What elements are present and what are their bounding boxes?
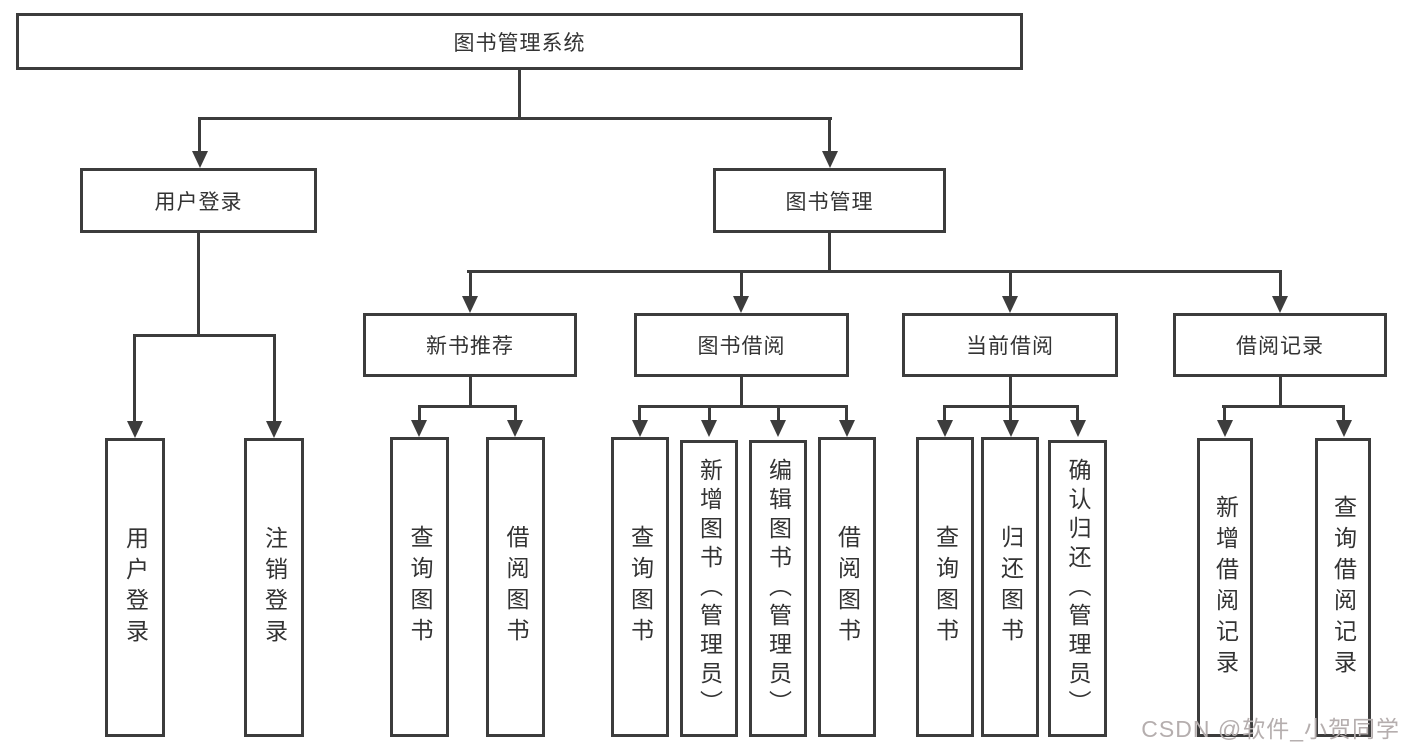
arrow-down-icon	[822, 151, 838, 168]
connector-line	[740, 377, 743, 408]
node-user-login: 用户登录	[80, 168, 317, 233]
leaf-return-books-label: 归还图书	[997, 525, 1024, 649]
leaf-query-borrow-record: 查询借阅记录	[1315, 438, 1371, 737]
leaf-query-books-1-label: 查询图书	[407, 525, 433, 649]
connector-line	[198, 117, 832, 120]
leaf-query-borrow-record-label: 查询借阅记录	[1330, 494, 1357, 681]
leaf-query-books-2-label: 查询图书	[627, 525, 654, 649]
node-book-management-label: 图书管理	[785, 190, 874, 214]
node-book-borrow-label: 图书借阅	[697, 335, 786, 358]
connector-line	[1342, 405, 1345, 423]
arrow-down-icon	[192, 151, 208, 168]
arrow-down-icon	[770, 420, 786, 437]
arrow-down-icon	[462, 296, 478, 313]
connector-line	[777, 405, 780, 423]
arrow-down-icon	[839, 420, 855, 437]
node-new-book-recommend-label: 新书推荐	[426, 335, 514, 358]
leaf-user-login: 用户登录	[105, 438, 165, 737]
connector-line	[638, 405, 641, 423]
arrow-down-icon	[266, 421, 282, 438]
arrow-down-icon	[1217, 420, 1233, 437]
connector-line	[469, 270, 472, 300]
node-new-book-recommend: 新书推荐	[363, 313, 577, 377]
connector-line	[1279, 270, 1282, 300]
leaf-borrow-books-1-label: 借阅图书	[503, 525, 529, 649]
connector-line	[708, 405, 711, 423]
csdn-watermark: CSDN @软件_小贺同学	[1141, 716, 1400, 742]
connector-line	[1222, 405, 1345, 408]
connector-line	[418, 405, 421, 423]
connector-line	[514, 405, 517, 423]
connector-line	[638, 405, 848, 408]
node-borrow-records: 借阅记录	[1173, 313, 1387, 377]
connector-line	[273, 334, 276, 422]
leaf-query-books-3: 查询图书	[916, 437, 974, 737]
arrow-down-icon	[1070, 420, 1086, 437]
connector-line	[943, 405, 946, 423]
connector-line	[1223, 405, 1226, 423]
connector-line	[469, 377, 472, 408]
connector-line	[1009, 405, 1012, 423]
leaf-query-books-3-label: 查询图书	[932, 525, 959, 649]
connector-line	[418, 405, 517, 408]
connector-line	[518, 69, 521, 119]
node-user-login-label: 用户登录	[154, 190, 243, 214]
leaf-query-books-1: 查询图书	[390, 437, 449, 737]
leaf-query-books-2: 查询图书	[611, 437, 669, 737]
leaf-return-books: 归还图书	[981, 437, 1039, 737]
connector-line	[1076, 405, 1079, 423]
leaf-borrow-books-1: 借阅图书	[486, 437, 545, 737]
connector-line	[828, 233, 831, 273]
arrow-down-icon	[1272, 296, 1288, 313]
connector-line	[198, 117, 201, 154]
node-book-borrow: 图书借阅	[634, 313, 849, 377]
arrow-down-icon	[127, 421, 143, 438]
connector-line	[197, 233, 200, 337]
node-root: 图书管理系统	[16, 13, 1023, 70]
connector-line	[845, 405, 848, 423]
arrow-down-icon	[632, 420, 648, 437]
connector-line	[740, 270, 743, 300]
leaf-borrow-books-2: 借阅图书	[818, 437, 876, 737]
node-root-label: 图书管理系统	[453, 31, 586, 55]
leaf-borrow-books-2-label: 借阅图书	[834, 525, 861, 649]
connector-line	[828, 117, 831, 154]
leaf-edit-books-admin-label: 编辑图书（管理员）	[765, 458, 792, 719]
arrow-down-icon	[733, 296, 749, 313]
arrow-down-icon	[701, 420, 717, 437]
leaf-add-books-admin: 新增图书（管理员）	[680, 440, 738, 737]
leaf-user-login-label: 用户登录	[122, 525, 149, 650]
arrow-down-icon	[1336, 420, 1352, 437]
arrow-down-icon	[1003, 420, 1019, 437]
arrow-down-icon	[1002, 296, 1018, 313]
leaf-logout-label: 注销登录	[261, 525, 288, 650]
leaf-confirm-return-admin-label: 确认归还（管理员）	[1065, 458, 1091, 719]
leaf-add-borrow-record-label: 新增借阅记录	[1212, 494, 1239, 681]
node-borrow-records-label: 借阅记录	[1236, 335, 1324, 358]
connector-line	[1009, 377, 1012, 408]
arrow-down-icon	[507, 420, 523, 437]
leaf-logout: 注销登录	[244, 438, 304, 737]
connector-line	[133, 334, 136, 422]
node-book-management: 图书管理	[713, 168, 946, 233]
node-current-borrow-label: 当前借阅	[966, 335, 1054, 358]
connector-line	[1009, 270, 1012, 300]
connector-line	[1279, 377, 1282, 408]
arrow-down-icon	[411, 420, 427, 437]
node-current-borrow: 当前借阅	[902, 313, 1118, 377]
connector-line	[133, 334, 276, 337]
leaf-add-borrow-record: 新增借阅记录	[1197, 438, 1253, 737]
leaf-confirm-return-admin: 确认归还（管理员）	[1048, 440, 1107, 737]
leaf-edit-books-admin: 编辑图书（管理员）	[749, 440, 807, 737]
leaf-add-books-admin-label: 新增图书（管理员）	[696, 458, 723, 719]
connector-line	[467, 270, 1281, 273]
arrow-down-icon	[937, 420, 953, 437]
